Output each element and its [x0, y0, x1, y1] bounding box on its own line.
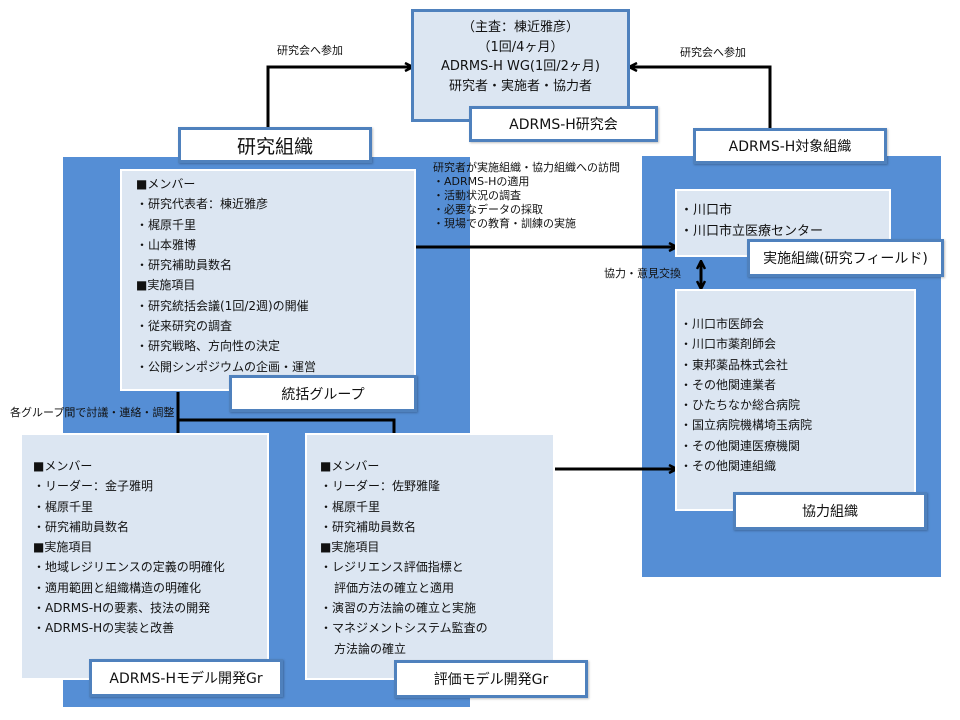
visit-item: ・必要なデータの採取 — [433, 203, 543, 216]
visit-note-heading: 研究者が実施組織・協力組織への訪問 — [433, 161, 620, 174]
target-org-title: ADRMS-H対象組織 — [693, 128, 887, 164]
implementing-org-item: ・川口市 — [680, 203, 733, 218]
meeting-wg: ADRMS-H WG(1回/2ヶ月) — [441, 59, 600, 74]
cooperating-org-list: ・川口市医師会 ・川口市薬剤師会 ・東邦薬品株式会社 ・その他関連業者 ・ひたち… — [680, 314, 812, 476]
task: ・レジリエンス評価指標と — [320, 560, 464, 575]
coordination-group-panel — [120, 169, 416, 391]
tasks-heading: ■実施項目 — [33, 540, 93, 555]
eval-group-panel — [305, 433, 555, 680]
member: ・研究補助員数名 — [33, 519, 130, 534]
meeting-frequency: （1回/4ヶ月） — [477, 39, 564, 55]
coordination-label: 各グループ間で討議・連絡・調整 — [10, 406, 175, 419]
member: ・研究補助員数名 — [320, 519, 417, 534]
tasks-heading: ■実施項目 — [136, 278, 196, 293]
member: ・梶原千里 — [136, 217, 197, 232]
cooperating-org-item: ・東邦薬品株式会社 — [680, 357, 789, 372]
coordination-group-title: 統括グループ — [229, 375, 417, 412]
task: ・演習の方法論の確立と実施 — [320, 601, 477, 616]
member: ・リーダー：佐野雅隆 — [320, 479, 441, 494]
visit-note: 研究者が実施組織・協力組織への訪問 ・ADRMS-Hの適用 ・活動状況の調査 ・… — [433, 161, 620, 231]
cooperating-org-item: ・その他関連組織 — [680, 459, 777, 474]
members-heading: ■メンバー — [33, 459, 93, 473]
task: ・適用範囲と組織構造の明確化 — [33, 580, 202, 595]
cooperating-org-item: ・川口市薬剤師会 — [680, 337, 777, 352]
task: ・地域レジリエンスの定義の明確化 — [33, 560, 225, 575]
task: ・研究戦略、方向性の決定 — [136, 339, 281, 354]
task-continuation: 方法論の確立 — [334, 641, 407, 656]
task: ・マネジメントシステム監査の — [320, 621, 488, 636]
meeting-chair: （主査：棟近雅彦） — [461, 20, 579, 35]
task: ・従来研究の調査 — [136, 319, 233, 334]
cooperating-org-item: ・国立病院機構埼玉病院 — [680, 418, 813, 433]
task: ・ADRMS-Hの要素、技法の開発 — [33, 601, 211, 616]
arrow-research-to-meeting — [266, 67, 412, 128]
member: ・リーダー：金子雅明 — [33, 479, 154, 494]
implementing-org-title: 実施組織(研究フィールド) — [747, 239, 944, 277]
model-dev-group-list: ■メンバー ・リーダー：金子雅明 ・梶原千里 ・研究補助員数名 ■実施項目 ・地… — [33, 456, 225, 639]
coordination-group-list: ■メンバー ・研究代表者：棟近雅彦 ・梶原千里 ・山本雅博 ・研究補助員数名 ■… — [136, 174, 316, 377]
model-dev-group-panel — [20, 433, 269, 680]
task-continuation: 評価方法の確立と適用 — [334, 580, 455, 595]
cooperating-org-panel — [675, 289, 916, 511]
visit-item: ・現場での教育・訓練の実施 — [433, 217, 576, 230]
members-heading: ■メンバー — [320, 459, 380, 473]
member: ・梶原千里 — [33, 499, 94, 514]
study-meeting-details: （主査：棟近雅彦） （1回/4ヶ月） ADRMS-H WG(1回/2ヶ月) 研究… — [411, 18, 630, 96]
eval-group-title: 評価モデル開発Gr — [394, 660, 588, 698]
visit-item: ・活動状況の調査 — [433, 189, 521, 202]
members-heading: ■メンバー — [136, 177, 196, 191]
member: ・研究代表者：棟近雅彦 — [136, 197, 269, 212]
study-meeting-panel — [411, 9, 630, 122]
group-coordination-line — [176, 418, 396, 433]
right-join-label: 研究会へ参加 — [680, 46, 746, 59]
implementing-org-list: ・川口市 ・川口市立医療センター — [680, 200, 823, 242]
meeting-participants: 研究者・実施者・協力者 — [448, 78, 592, 94]
cooperating-org-title: 協力組織 — [733, 492, 927, 530]
cooperating-org-item: ・ひたちなか総合病院 — [680, 398, 801, 413]
left-join-label: 研究会へ参加 — [277, 44, 343, 57]
study-meeting-title: ADRMS-H研究会 — [469, 106, 658, 142]
implementing-org-item: ・川口市立医療センター — [680, 224, 824, 239]
member: ・研究補助員数名 — [136, 258, 233, 273]
task: ・研究統括会議(1回/2週)の開催 — [136, 298, 309, 313]
model-dev-group-title: ADRMS-Hモデル開発Gr — [89, 659, 283, 697]
cooperating-org-item: ・その他関連医療機関 — [680, 438, 801, 453]
task: ・ADRMS-Hの実装と改善 — [33, 621, 175, 636]
eval-group-list: ■メンバー ・リーダー：佐野雅隆 ・梶原千里 ・研究補助員数名 ■実施項目 ・レ… — [320, 456, 488, 659]
cooperating-org-item: ・川口市医師会 — [680, 317, 765, 331]
member: ・山本雅博 — [136, 237, 197, 252]
visit-item: ・ADRMS-Hの適用 — [433, 175, 530, 188]
member: ・梶原千里 — [320, 499, 381, 514]
cooperation-label: 協力・意見交換 — [604, 267, 681, 280]
task: ・公開シンポジウムの企画・運営 — [136, 359, 317, 374]
tasks-heading: ■実施項目 — [320, 540, 380, 555]
research-org-title: 研究組織 — [178, 127, 372, 163]
arrow-target-to-meeting — [630, 67, 772, 128]
cooperating-org-item: ・その他関連業者 — [680, 377, 777, 392]
